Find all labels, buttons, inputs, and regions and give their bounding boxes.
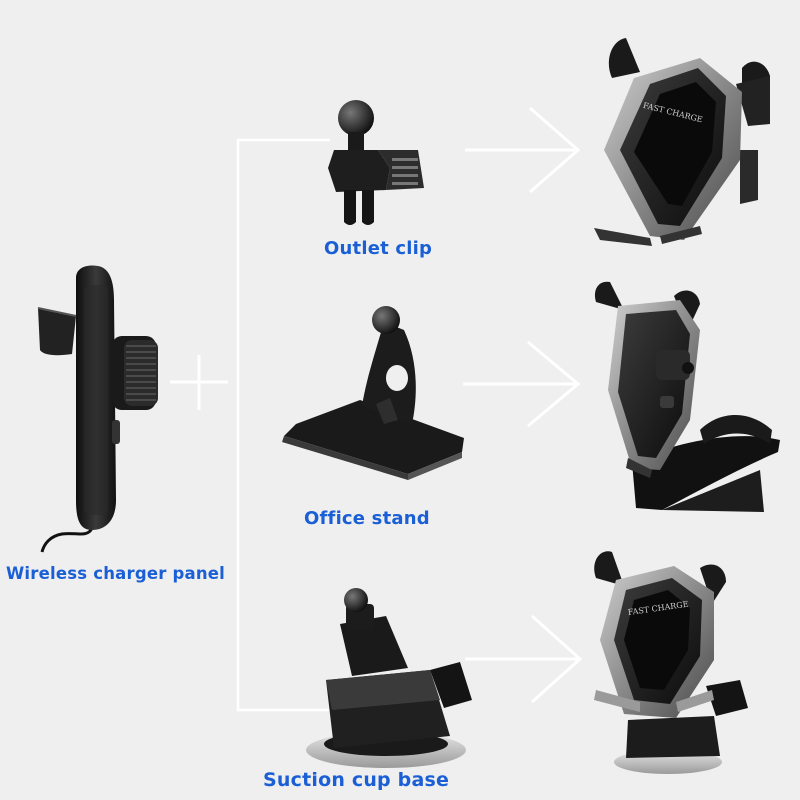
office-stand-label: Office stand — [304, 508, 430, 529]
wireless-charger-panel-image — [37, 265, 158, 553]
connector-bracket — [236, 138, 338, 712]
bracket-line — [236, 138, 338, 712]
arrow-right-icon-3 — [465, 614, 583, 704]
assembled-holder-outlet-image: FAST CHARGE — [594, 38, 770, 246]
outlet-clip-label: Outlet clip — [324, 238, 433, 259]
wireless-charger-panel-label: Wireless charger panel — [6, 564, 226, 583]
assembled-holder-stand-image — [594, 281, 780, 512]
outlet-clip-image — [328, 100, 424, 225]
plus-icon — [170, 355, 228, 410]
suction-cup-base-image — [306, 588, 472, 768]
suction-cup-base-label: Suction cup base — [263, 769, 450, 791]
arrow-right-icon-2 — [463, 340, 581, 428]
arrow-right-icon-1 — [465, 106, 581, 194]
assembled-holder-suction-image: FAST CHARGE — [594, 551, 748, 774]
office-stand-image — [282, 306, 464, 480]
